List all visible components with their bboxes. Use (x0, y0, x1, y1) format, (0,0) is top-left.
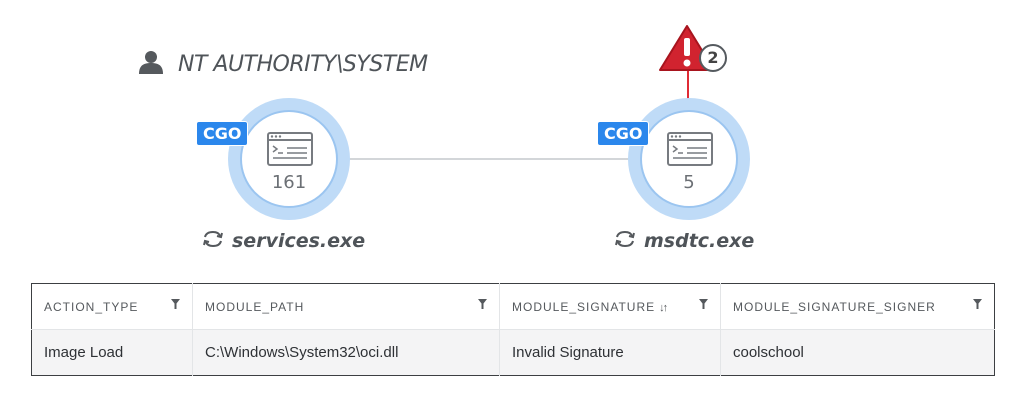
user-context: NT AUTHORITY\SYSTEM (138, 50, 428, 79)
filter-icon[interactable] (171, 298, 180, 312)
user-icon (138, 50, 164, 79)
user-name: NT AUTHORITY\SYSTEM (178, 52, 428, 77)
column-header-label: MODULE_PATH (205, 299, 305, 314)
cell-module-path: C:\Windows\System32\oci.dll (192, 329, 500, 376)
column-header-action-type[interactable]: ACTION_TYPE (31, 283, 193, 330)
cell-action-type: Image Load (31, 329, 193, 376)
filter-icon[interactable] (699, 298, 708, 312)
filter-icon[interactable] (973, 298, 982, 312)
column-header-label: MODULE_SIGNATURE (512, 299, 656, 314)
column-header-module-signature-signer[interactable]: MODULE_SIGNATURE_SIGNER (720, 283, 995, 330)
process-label-services[interactable]: services.exe (202, 230, 365, 252)
cgo-badge: CGO (196, 121, 249, 146)
process-label-msdtc[interactable]: msdtc.exe (614, 230, 754, 252)
graph-edge (345, 158, 630, 160)
process-window-icon (667, 132, 713, 171)
process-node-inner: 161 (240, 110, 338, 208)
table-header-row: ACTION_TYPE MODULE_PATH MODULE_SIGNATURE… (31, 283, 995, 330)
process-refresh-icon (202, 230, 224, 252)
column-header-label: ACTION_TYPE (44, 299, 139, 314)
process-node-inner: 5 (640, 110, 738, 208)
process-count: 161 (271, 172, 307, 193)
process-count: 5 (683, 172, 695, 193)
events-table: ACTION_TYPE MODULE_PATH MODULE_SIGNATURE… (31, 283, 995, 376)
process-name: msdtc.exe (644, 230, 755, 252)
process-name: services.exe (232, 230, 366, 252)
filter-icon[interactable] (478, 298, 487, 312)
process-node-services[interactable]: 161 (228, 98, 350, 220)
process-node-msdtc[interactable]: 5 (628, 98, 750, 220)
process-graph: NT AUTHORITY\SYSTEM 2 (138, 25, 754, 252)
cell-module-signature: Invalid Signature (499, 329, 721, 376)
table-row[interactable]: Image Load C:\Windows\System32\oci.dll I… (31, 329, 995, 376)
cgo-badge: CGO (597, 121, 650, 146)
sort-icon[interactable]: ↓↑ (659, 301, 668, 314)
column-header-module-path[interactable]: MODULE_PATH (192, 283, 500, 330)
process-refresh-icon (614, 230, 636, 252)
column-header-module-signature[interactable]: MODULE_SIGNATURE↓↑ (499, 283, 721, 330)
process-window-icon (267, 132, 313, 171)
cell-module-signature-signer: coolschool (720, 329, 995, 376)
column-header-label: MODULE_SIGNATURE_SIGNER (733, 299, 936, 314)
alert-count-badge[interactable]: 2 (699, 44, 727, 72)
alert-connector (687, 66, 689, 102)
